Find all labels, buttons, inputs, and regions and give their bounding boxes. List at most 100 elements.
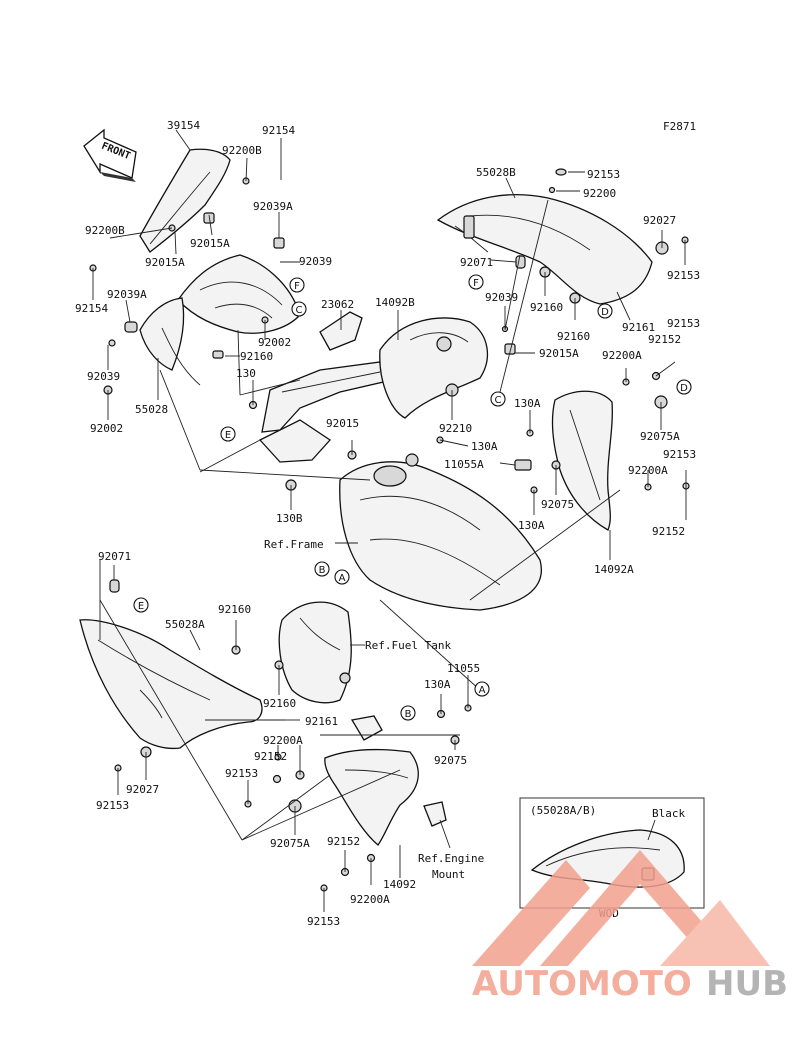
label-92075-bot: 92075 xyxy=(434,754,467,767)
label-92153-top: 92153 xyxy=(587,168,620,181)
windshield-part xyxy=(139,148,231,253)
label-130A-r3: 130A xyxy=(518,519,545,532)
figure-id: F2871 xyxy=(663,120,696,133)
reference-labels: Ref.Frame Ref.Fuel Tank Ref.Engine Mount xyxy=(264,538,484,881)
svg-text:B: B xyxy=(405,709,412,720)
label-92160-bot1: 92160 xyxy=(218,603,251,616)
ref-engine-label: Ref.Engine xyxy=(418,852,484,865)
front-arrow-icon: FRONT xyxy=(83,128,137,182)
label-130A-r2: 130A xyxy=(471,440,498,453)
ref-fuel-tank-label: Ref.Fuel Tank xyxy=(365,639,451,652)
svg-text:A: A xyxy=(479,685,486,696)
label-92154: 92154 xyxy=(262,124,295,137)
label-23062: 23062 xyxy=(321,298,354,311)
inset-black-label: Black xyxy=(652,807,685,820)
label-92071: 92071 xyxy=(460,256,493,269)
svg-text:D: D xyxy=(680,383,688,394)
watermark-logo: AUTOMOTO HUB xyxy=(472,850,788,1004)
label-39154: 39154 xyxy=(167,119,200,132)
label-92002-mid: 92002 xyxy=(258,336,291,349)
label-92015: 92015 xyxy=(326,417,359,430)
headlight-part xyxy=(379,317,489,419)
svg-text:D: D xyxy=(601,307,609,318)
svg-text:E: E xyxy=(225,430,231,441)
label-92200A-bot1: 92200A xyxy=(263,734,303,747)
label-92039A-left: 92039A xyxy=(107,288,147,301)
circle-letter-B2: B xyxy=(400,705,416,721)
label-92152-bot1: 92152 xyxy=(254,750,287,763)
label-92200A-r1: 92200A xyxy=(602,349,642,362)
label-92153-bot3: 92153 xyxy=(307,915,340,928)
label-92002-left: 92002 xyxy=(90,422,123,435)
label-92210: 92210 xyxy=(439,422,472,435)
label-14092A: 14092A xyxy=(594,563,634,576)
label-92200: 92200 xyxy=(583,187,616,200)
inset-title: (55028A/B) xyxy=(530,804,596,817)
label-92015A-r: 92015A xyxy=(539,347,579,360)
label-92015A-left: 92015A xyxy=(145,256,185,269)
label-92027: 92027 xyxy=(643,214,676,227)
label-92075A-r: 92075A xyxy=(640,430,680,443)
cowl-stay-part xyxy=(258,311,394,463)
label-92075A-bot: 92075A xyxy=(270,837,310,850)
circle-letter-E2: E xyxy=(133,597,149,613)
label-130: 130 xyxy=(236,367,256,380)
label-130A-r1: 130A xyxy=(514,397,541,410)
label-92200B: 92200B xyxy=(222,144,262,157)
label-92027-bot: 92027 xyxy=(126,783,159,796)
circle-letter-D1: D xyxy=(597,303,613,319)
label-130A-bot: 130A xyxy=(424,678,451,691)
label-92153-r1: 92153 xyxy=(667,269,700,282)
lower-bracket-part xyxy=(324,715,447,846)
circle-letter-F2: F xyxy=(468,274,484,290)
label-92039A: 92039A xyxy=(253,200,293,213)
label-92152-r1: 92152 xyxy=(648,333,681,346)
label-92071-bot: 92071 xyxy=(98,550,131,563)
circle-letter-E1: E xyxy=(220,426,236,442)
leader-lines xyxy=(92,129,687,912)
svg-text:F: F xyxy=(473,278,479,289)
label-55028B: 55028B xyxy=(476,166,516,179)
label-130B: 130B xyxy=(276,512,303,525)
label-14092B: 14092B xyxy=(375,296,415,309)
label-92161-bot: 92161 xyxy=(305,715,338,728)
label-92154-left: 92154 xyxy=(75,302,108,315)
label-92015A: 92015A xyxy=(190,237,230,250)
left-bracket-part xyxy=(139,297,201,386)
fuel-tank-cover-part xyxy=(278,601,352,704)
label-11055: 11055 xyxy=(447,662,480,675)
label-92152-r2: 92152 xyxy=(652,525,685,538)
label-92153-bot2: 92153 xyxy=(96,799,129,812)
svg-text:E: E xyxy=(138,601,144,612)
label-92200A-r2: 92200A xyxy=(628,464,668,477)
label-92039: 92039 xyxy=(299,255,332,268)
label-92152-bot2: 92152 xyxy=(327,835,360,848)
circle-letter-D2: D xyxy=(676,379,692,395)
label-55028A: 55028A xyxy=(165,618,205,631)
label-55028: 55028 xyxy=(135,403,168,416)
watermark-text-auto: AUTOMOTO xyxy=(472,964,692,1004)
right-side-cowl-part xyxy=(436,194,653,305)
circle-letter-C1: C xyxy=(291,301,307,317)
circle-letter-A2: A xyxy=(474,681,490,697)
circle-letter-A1: A xyxy=(334,569,350,585)
svg-text:C: C xyxy=(296,305,303,316)
label-92153-bot1: 92153 xyxy=(225,767,258,780)
label-92075-r: 92075 xyxy=(541,498,574,511)
label-92039-r: 92039 xyxy=(485,291,518,304)
circle-letter-F1: F xyxy=(289,277,305,293)
circle-letter-B1: B xyxy=(314,561,330,577)
label-92153-r3: 92153 xyxy=(663,448,696,461)
label-14092: 14092 xyxy=(383,878,416,891)
ref-mount-label: Mount xyxy=(432,868,465,881)
label-92153-r2: 92153 xyxy=(667,317,700,330)
ref-frame-label: Ref.Frame xyxy=(264,538,324,551)
label-92200A-bot2: 92200A xyxy=(350,893,390,906)
svg-text:B: B xyxy=(319,565,326,576)
svg-text:A: A xyxy=(339,573,346,584)
label-92160-bot2: 92160 xyxy=(263,697,296,710)
left-lower-cowl-part xyxy=(79,619,263,750)
part-labels: 39154 92154 92200B 92039A 92015A 92200B … xyxy=(75,119,700,928)
label-92160-mid: 92160 xyxy=(240,350,273,363)
